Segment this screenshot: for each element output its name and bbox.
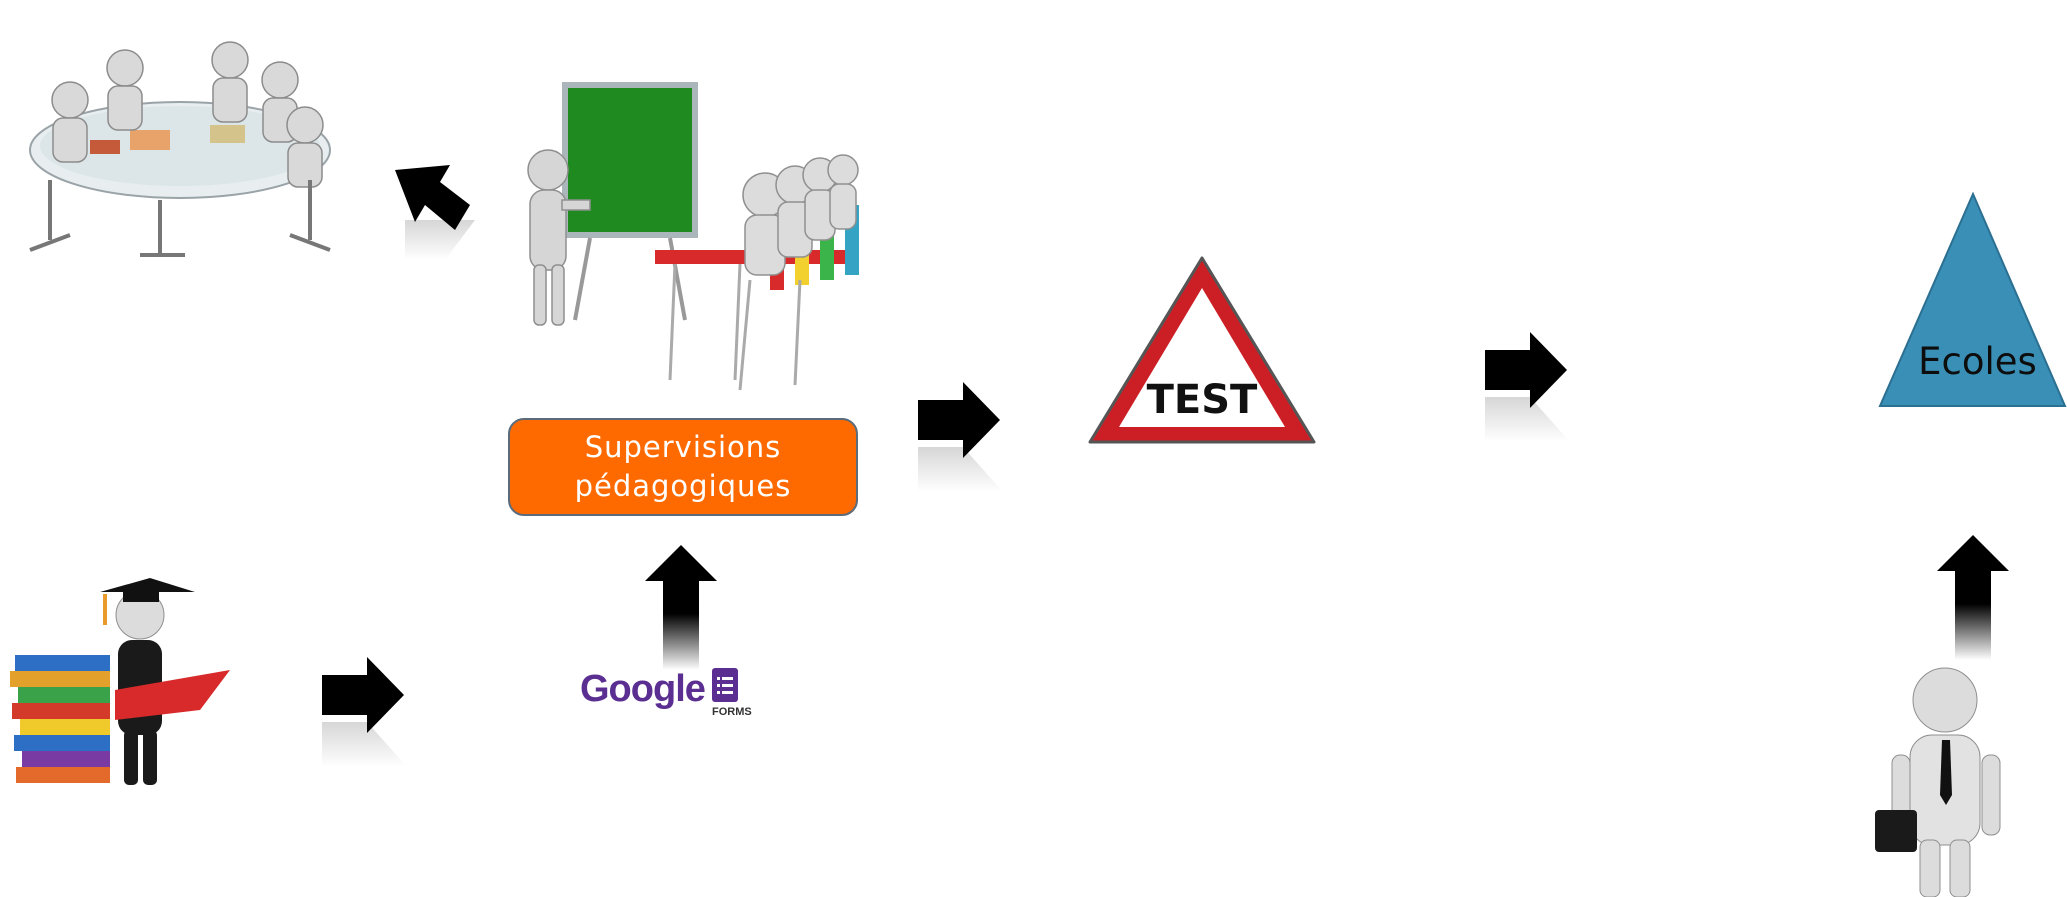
google-forms-word: Google (580, 668, 706, 710)
arrow-to-schools (1485, 332, 1570, 442)
inspector-figure-illustration (1875, 667, 2001, 897)
teacher-classroom-illustration (527, 82, 859, 391)
google-forms-sub: FORMS (712, 706, 752, 718)
test-warning-sign: TEST (1088, 256, 1316, 444)
supervisions-box: Supervisions pédagogiques (508, 418, 858, 516)
google-forms-logo: Google FORMS (580, 662, 752, 722)
schools-label: Ecoles (1918, 340, 2037, 383)
graduate-books-illustration (10, 578, 230, 785)
arrow-up-to-supervisions (645, 545, 717, 670)
schools-triangle (1878, 192, 2067, 407)
supervisions-line2: pédagogiques (574, 469, 792, 503)
meeting-table-illustration (29, 41, 331, 257)
arrow-to-meeting (395, 165, 475, 260)
forms-icon (712, 668, 738, 702)
test-label: TEST (1147, 377, 1258, 423)
arrow-to-google-forms (322, 657, 407, 767)
arrow-to-test (918, 382, 1003, 492)
supervisions-line1: Supervisions (584, 430, 782, 464)
arrow-up-to-schools (1937, 535, 2009, 660)
